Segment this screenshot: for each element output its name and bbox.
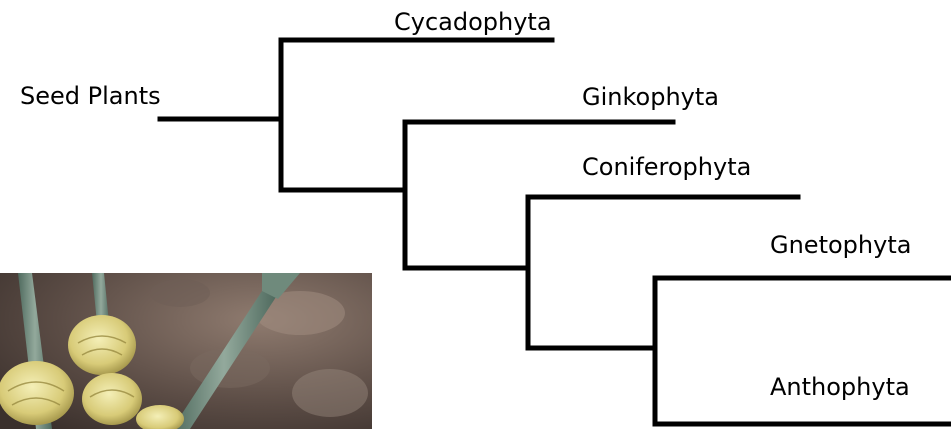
- plant-photo: [0, 273, 372, 429]
- root-label: Seed Plants: [20, 82, 161, 110]
- taxon-label-cycadophyta: Cycadophyta: [394, 8, 552, 36]
- taxon-label-coniferophyta: Coniferophyta: [582, 153, 752, 181]
- taxon-label-gnetophyta: Gnetophyta: [770, 231, 912, 259]
- taxon-label-anthophyta: Anthophyta: [770, 373, 910, 401]
- taxon-label-ginkophyta: Ginkophyta: [582, 83, 719, 111]
